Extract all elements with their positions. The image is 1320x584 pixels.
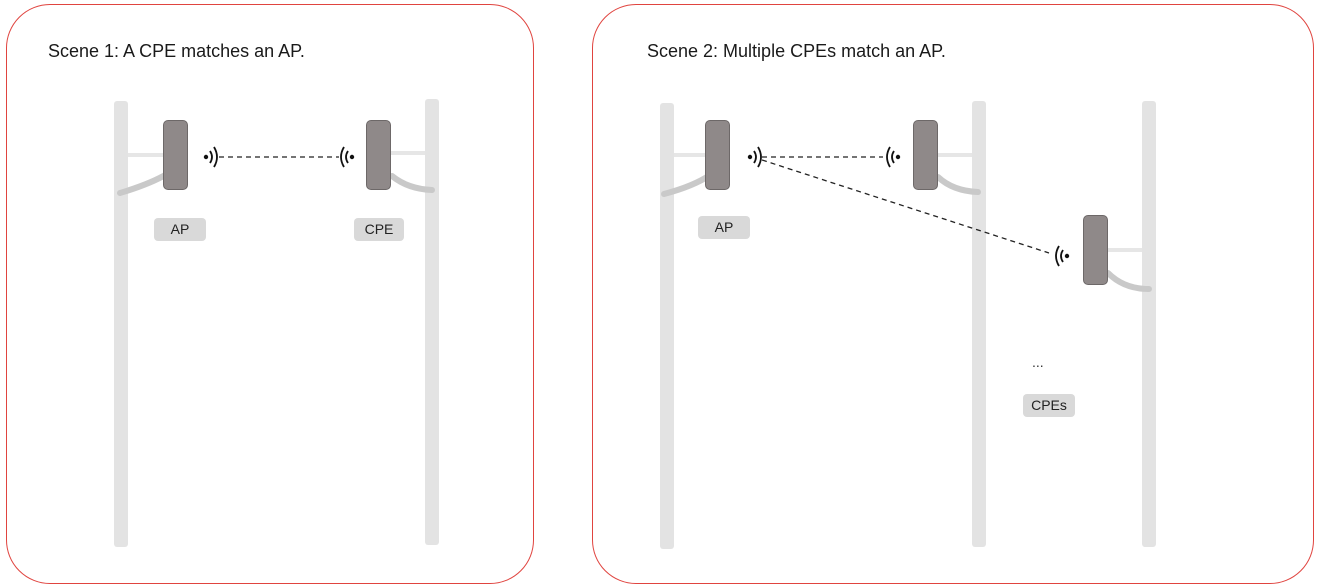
scene-2-cpe-pole-2 <box>1142 101 1156 547</box>
signal-waves-icon <box>886 146 901 168</box>
scene-1-ap-label: AP <box>154 218 206 241</box>
signal-waves-icon <box>1055 245 1070 267</box>
dashed-link <box>761 159 1050 254</box>
scene-1-ap-device <box>163 120 188 190</box>
scene-2-ap-pole <box>660 103 674 549</box>
signal-waves-icon <box>340 146 355 168</box>
signal-waves-icon <box>747 146 762 168</box>
scene-2-ap-device <box>705 120 730 190</box>
cpe-1-mount-strap <box>935 174 981 195</box>
cpe-mount-strap <box>389 173 435 193</box>
scene-1-cpe-pole <box>425 99 439 545</box>
signal-waves-icon <box>203 146 218 168</box>
scene-2-title: Scene 2: Multiple CPEs match an AP. <box>647 41 946 61</box>
more-cpes-ellipsis: ... <box>1032 354 1044 370</box>
scene-2-cpes-label: CPEs <box>1023 394 1075 417</box>
scene-1-title: Scene 1: A CPE matches an AP. <box>48 41 305 61</box>
scene-2-ap-label: AP <box>698 216 750 239</box>
scene-1-ap-pole <box>114 101 128 547</box>
scene-2-cpe-device-1 <box>913 120 938 190</box>
scene-1-link <box>203 146 355 168</box>
scene-2-cpe-pole-1 <box>972 101 986 547</box>
scene-2-links <box>747 146 1070 267</box>
scene-1-cpe-device <box>366 120 391 190</box>
cpe-2-mount-strap <box>1105 270 1152 292</box>
scene-2-panel <box>592 4 1314 584</box>
scene-1-cpe-label: CPE <box>354 218 404 241</box>
scene-2-cpe-device-2 <box>1083 215 1108 285</box>
scene-1-panel <box>6 4 534 584</box>
